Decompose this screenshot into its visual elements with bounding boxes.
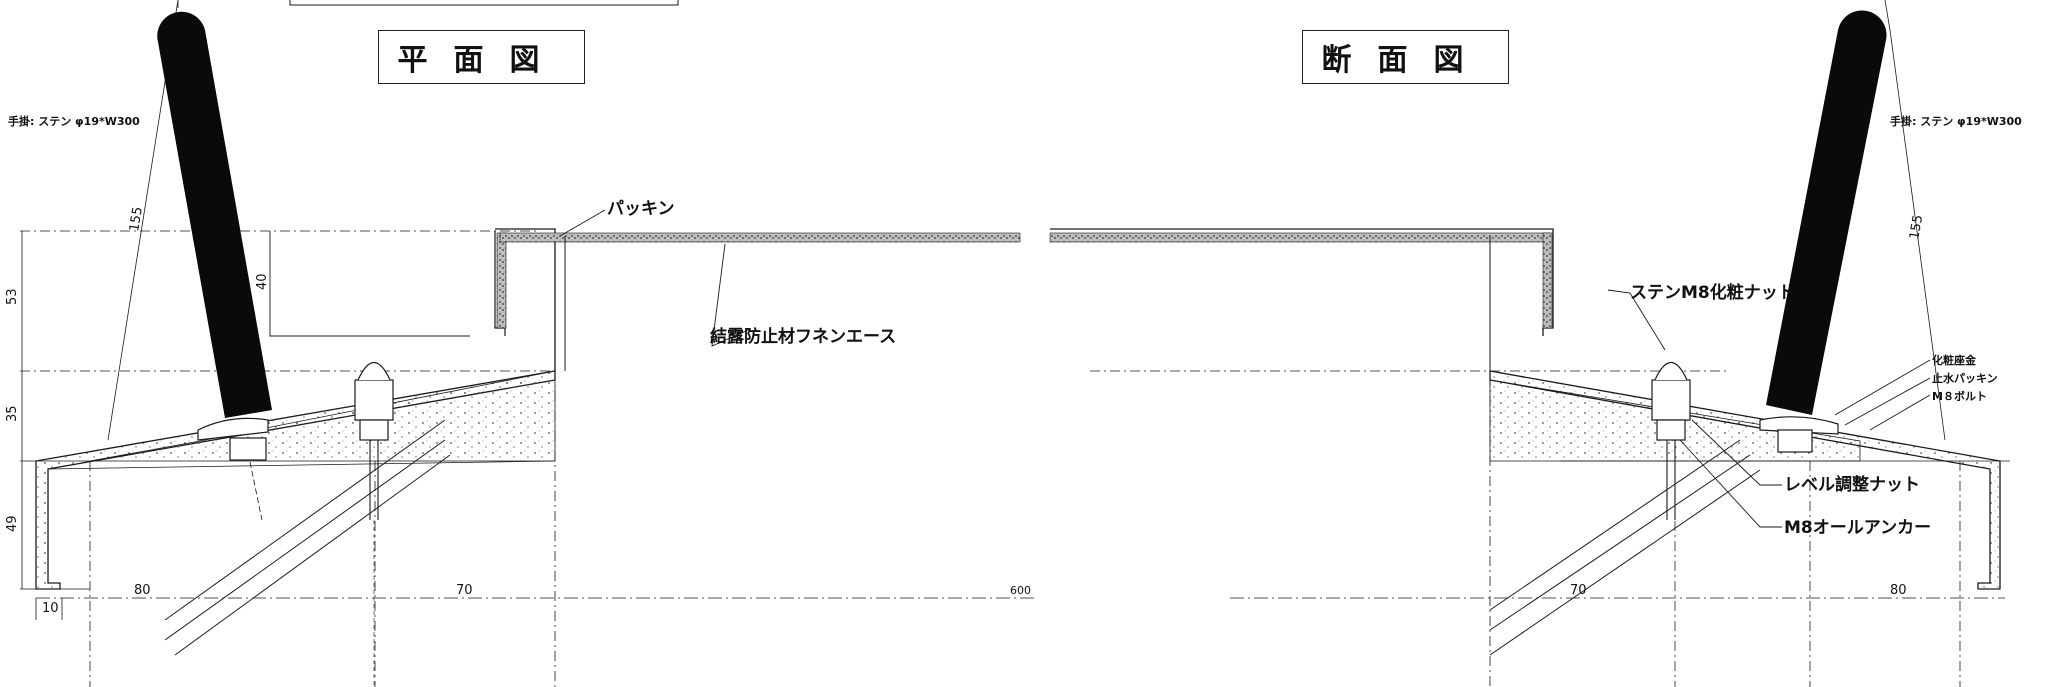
- label-handrail-left: 手掛: ステン φ19*W300: [8, 114, 140, 128]
- dim-right-70: 70: [1570, 583, 1587, 598]
- dim-left-70: 70: [456, 583, 473, 598]
- dim-left-35: 35: [5, 405, 20, 422]
- title-plan: 平面図: [378, 30, 585, 84]
- label-anchor: M8オールアンカー: [1784, 518, 1931, 538]
- handrail-right: [1766, 10, 1887, 415]
- label-insulation: 結露防止材フネンエース: [710, 326, 896, 347]
- label-handrail-right: 手掛: ステン φ19*W300: [1890, 114, 2022, 128]
- handrail-left: [157, 11, 272, 419]
- dim-left-49: 49: [5, 515, 20, 532]
- title-section: 断面図: [1302, 30, 1509, 84]
- dim-right-155: 155: [1907, 214, 1926, 241]
- dim-left-53: 53: [5, 288, 20, 305]
- label-waterproof-packing: 止水パッキン: [1932, 371, 1998, 385]
- dim-left-80: 80: [134, 583, 151, 598]
- label-packing: パッキン: [607, 199, 675, 219]
- label-decor-washer: 化粧座金: [1932, 353, 1977, 367]
- dim-left-40: 40: [255, 273, 270, 290]
- label-level-nut: レベル調整ナット: [1784, 474, 1920, 495]
- dim-left-155: 155: [127, 206, 146, 233]
- dim-right-80: 80: [1890, 583, 1907, 598]
- dim-left-10: 10: [42, 601, 59, 616]
- label-cap-nut: ステンM8化粧ナット: [1630, 282, 1795, 303]
- label-m8-bolt: M８ボルト: [1932, 389, 1987, 403]
- dim-mid-600: 600: [1010, 584, 1031, 597]
